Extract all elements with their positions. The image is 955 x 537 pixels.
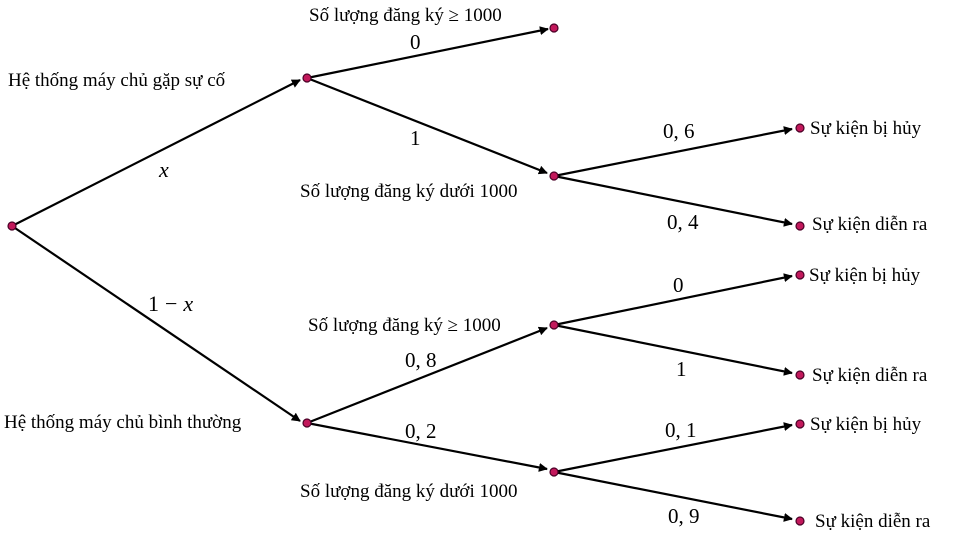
node-failure-lt-cancelled	[795, 123, 805, 133]
label-failure-reg-lt: Số lượng đăng ký dưới 1000	[300, 181, 518, 202]
prob-normal-reg-lt: 0, 2	[405, 419, 437, 443]
node-normal-reg-lt	[549, 467, 559, 477]
prob-root-to-normal: 1−x	[148, 291, 193, 316]
node-normal-ge-held	[795, 370, 805, 380]
label-failure-reg-ge: Số lượng đăng ký ≥ 1000	[309, 5, 502, 26]
edge-root-to-normal	[11, 225, 301, 422]
label-normal-ge-held: Sự kiện diễn ra	[812, 365, 928, 386]
edge-normal-to-reg-lt	[306, 421, 548, 472]
prob-normal-reg-ge: 0, 8	[405, 348, 437, 372]
label-normal-reg-ge: Số lượng đăng ký ≥ 1000	[308, 315, 501, 336]
node-failure-reg-lt	[549, 171, 559, 181]
edge-normal-to-reg-ge	[306, 326, 548, 425]
prob-normal-lt-cancelled: 0, 1	[665, 418, 697, 442]
prob-normal-minus: −	[165, 291, 177, 316]
prob-failure-lt-cancelled: 0, 6	[663, 119, 695, 143]
prob-normal-var: x	[182, 291, 193, 316]
edge-normal-ge-to-cancelled	[553, 273, 793, 327]
node-normal-reg-ge	[549, 320, 559, 330]
edge-failure-lt-to-cancelled	[553, 126, 793, 178]
node-root	[7, 221, 17, 231]
prob-failure-lt-held: 0, 4	[667, 210, 699, 234]
node-failure-lt-held	[795, 221, 805, 231]
prob-root-to-failure: x	[158, 157, 169, 182]
prob-normal-lt-held: 0, 9	[668, 504, 700, 528]
edge-failure-to-reg-lt	[306, 76, 548, 175]
edge-root-to-failure	[11, 79, 301, 227]
prob-normal-ge-cancelled: 0	[673, 273, 684, 297]
node-normal-lt-held	[795, 516, 805, 526]
label-normal-lt-cancelled: Sự kiện bị hủy	[810, 414, 922, 435]
prob-failure-reg-lt: 1	[410, 126, 421, 150]
label-server-normal: Hệ thống máy chủ bình thường	[4, 412, 242, 433]
label-normal-ge-cancelled: Sự kiện bị hủy	[809, 265, 921, 286]
label-failure-lt-cancelled: Sự kiện bị hủy	[810, 118, 922, 139]
edge-normal-lt-to-held	[553, 470, 793, 522]
label-server-failure: Hệ thống máy chủ gặp sự cố	[8, 70, 226, 91]
node-normal-ge-cancelled	[795, 270, 805, 280]
prob-normal-ge-held: 1	[676, 357, 687, 381]
edge-normal-ge-to-held	[553, 323, 793, 376]
node-server-failure	[302, 73, 312, 83]
prob-normal-one: 1	[148, 291, 159, 316]
edge-failure-lt-to-held	[553, 174, 793, 227]
label-normal-lt-held: Sự kiện diễn ra	[815, 511, 931, 532]
prob-failure-reg-ge: 0	[410, 30, 421, 54]
label-failure-lt-held: Sự kiện diễn ra	[812, 214, 928, 235]
node-failure-reg-ge	[549, 23, 559, 33]
node-normal-lt-cancelled	[795, 419, 805, 429]
edge-failure-to-reg-ge	[306, 26, 549, 80]
edge-normal-lt-to-cancelled	[553, 422, 793, 474]
label-normal-reg-lt: Số lượng đăng ký dưới 1000	[300, 481, 518, 502]
node-server-normal	[302, 418, 312, 428]
